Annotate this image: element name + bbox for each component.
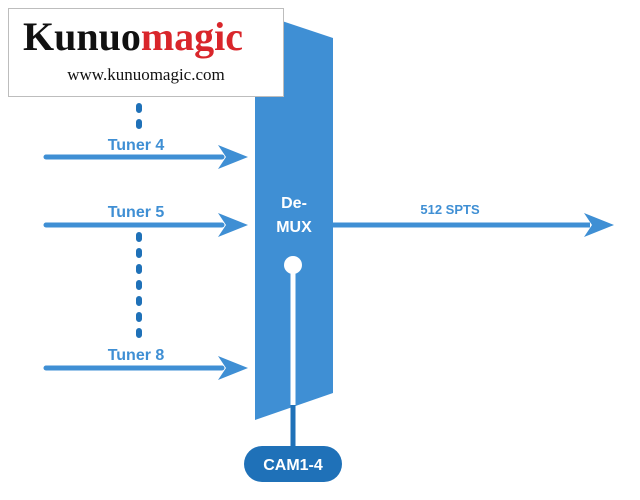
tuner-4-arrowhead <box>218 145 248 169</box>
tuner-5-label: Tuner 5 <box>108 204 165 221</box>
tuner-4-input: Tuner 4 <box>43 137 248 169</box>
brand-logo: Kunuomagic <box>23 15 243 59</box>
logo-box: Kunuomagic www.kunuomagic.com <box>8 8 284 97</box>
demux-label-line2: MUX <box>276 219 312 236</box>
tuner-8-arrowhead <box>218 356 248 380</box>
output-label: 512 SPTS <box>420 202 480 217</box>
brand-name-part1: Kunuo <box>23 14 141 59</box>
tuner-5-arrowhead <box>218 213 248 237</box>
cam-label: CAM1-4 <box>263 457 323 474</box>
cam-badge <box>244 446 342 482</box>
tuner-8-input: Tuner 8 <box>43 347 248 380</box>
tuner-8-label: Tuner 8 <box>108 347 165 364</box>
output-arrowhead <box>584 213 614 237</box>
demux-block <box>255 12 333 420</box>
tuner-5-input: Tuner 5 <box>43 204 248 237</box>
brand-url: www.kunuomagic.com <box>67 65 225 84</box>
tuner-4-label: Tuner 4 <box>108 137 165 154</box>
demux-label-line1: De- <box>281 195 307 212</box>
output-spts: 512 SPTS <box>333 202 614 237</box>
brand-name-part2: magic <box>140 14 244 59</box>
